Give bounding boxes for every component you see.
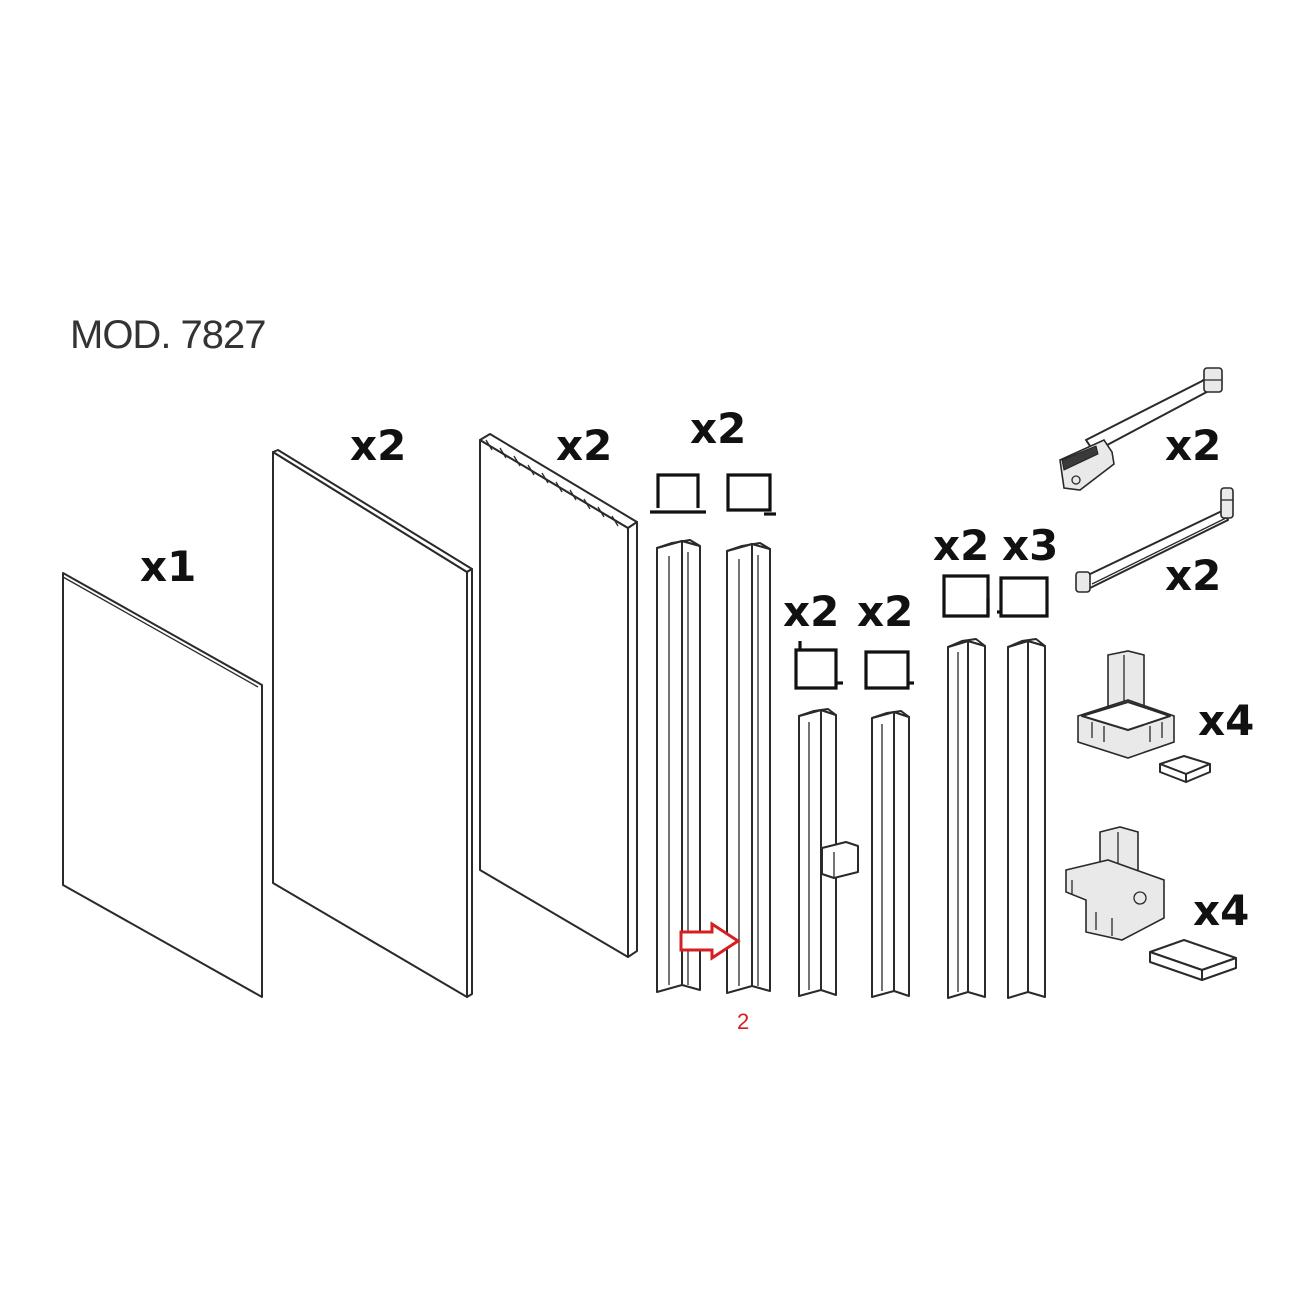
end-cap	[1149, 939, 1237, 981]
callout-arrow	[679, 921, 741, 961]
qty-post-short-a: x2	[783, 587, 839, 636]
support-arm-rail	[1075, 487, 1234, 593]
callout-label: 2	[737, 1009, 749, 1034]
post-plain-short	[871, 710, 910, 998]
profile-section-icon	[726, 473, 776, 516]
qty-panel-small: x1	[140, 542, 196, 591]
end-cap	[1159, 755, 1211, 783]
profile-section-icon	[650, 473, 706, 514]
post-channel-left	[656, 539, 701, 993]
profile-section-icon	[942, 574, 990, 618]
qty-post-tall-a: x2	[933, 521, 989, 570]
profile-section-icon	[864, 650, 914, 690]
qty-post-tall-b: x3	[1002, 521, 1058, 570]
hollow-panel	[479, 433, 638, 958]
profile-section-icon	[794, 641, 843, 690]
tee-connector	[1065, 826, 1165, 941]
qty-post-short-b: x2	[857, 587, 913, 636]
qty-corner-connector: x4	[1198, 696, 1254, 745]
post-with-bracket	[798, 708, 859, 997]
corner-connector	[1077, 650, 1175, 759]
qty-arm-hinge: x2	[1165, 421, 1221, 470]
profile-section-icon	[997, 576, 1049, 618]
qty-tee-connector: x4	[1193, 886, 1249, 935]
qty-post-pair: x2	[690, 404, 746, 453]
flat-panel-small	[62, 572, 263, 998]
qty-arm-rail: x2	[1165, 551, 1221, 600]
qty-hollow-panel: x2	[556, 421, 612, 470]
model-title: MOD. 7827	[70, 313, 266, 357]
support-arm-with-hinge	[1059, 367, 1223, 491]
flat-panel-large	[272, 449, 473, 998]
qty-panel-large: x2	[350, 421, 406, 470]
post-tall-a	[947, 638, 986, 999]
post-channel-right	[726, 542, 771, 994]
post-tall-b	[1007, 638, 1046, 999]
